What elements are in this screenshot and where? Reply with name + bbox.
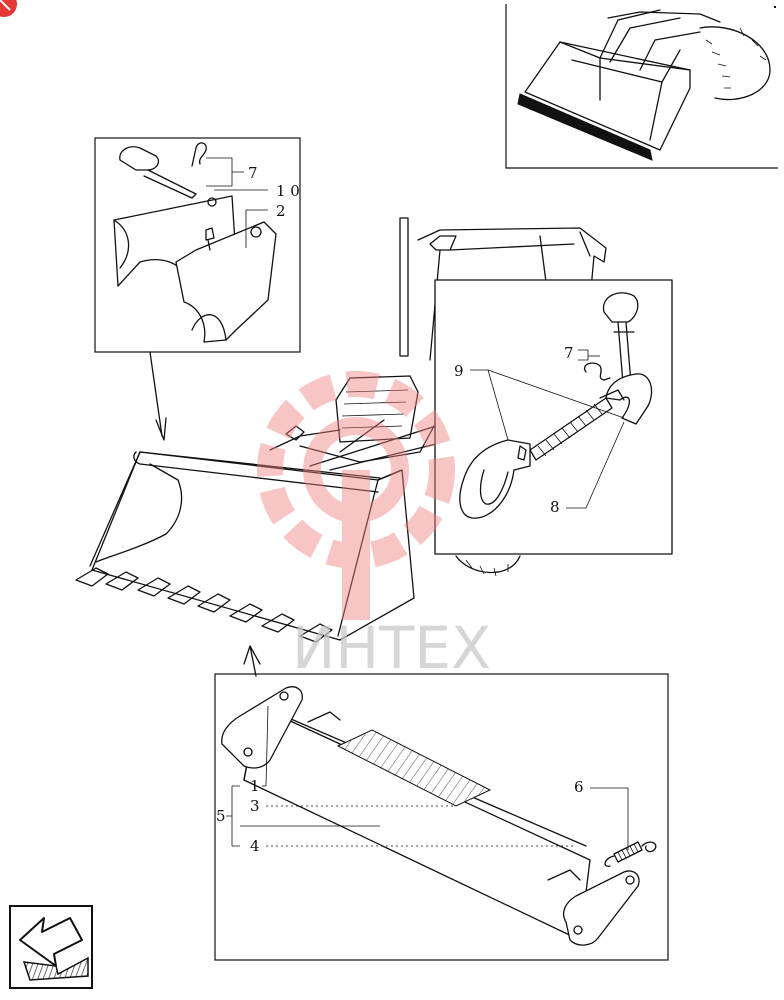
pointer-arrows (149, 351, 261, 677)
corner-badge-icon (0, 0, 17, 17)
inset-pin-bracket (94, 137, 301, 353)
callout-1-bottom: 1 (250, 777, 260, 795)
front-bucket (75, 425, 437, 643)
callout-2-top: 2 (276, 202, 286, 220)
callout-7-right: 7 (564, 344, 574, 362)
callout-4-bottom: 4 (250, 837, 260, 855)
watermark-text: ИНТЕХ (292, 614, 491, 682)
callout-5-bottom: 5 (216, 807, 226, 825)
gear-logo-icon (257, 371, 455, 620)
nav-back-button[interactable] (9, 905, 93, 989)
inset-loader-bucket (505, 4, 778, 169)
bucket-teeth (75, 567, 333, 643)
corner-tick (774, 6, 776, 8)
callout-3-bottom: 3 (250, 797, 260, 815)
callout-10-top: 1 0 (276, 182, 300, 200)
callout-7-top: 7 (248, 164, 258, 182)
callout-8-right: 8 (550, 498, 560, 516)
callout-9-right: 9 (454, 362, 464, 380)
arrow-back-icon (19, 917, 89, 981)
inset-edge-guard (214, 673, 669, 961)
callout-6-bottom: 6 (574, 778, 584, 796)
inset-hook-spring (434, 279, 673, 555)
watermark: ИНТЕХ (257, 371, 491, 682)
